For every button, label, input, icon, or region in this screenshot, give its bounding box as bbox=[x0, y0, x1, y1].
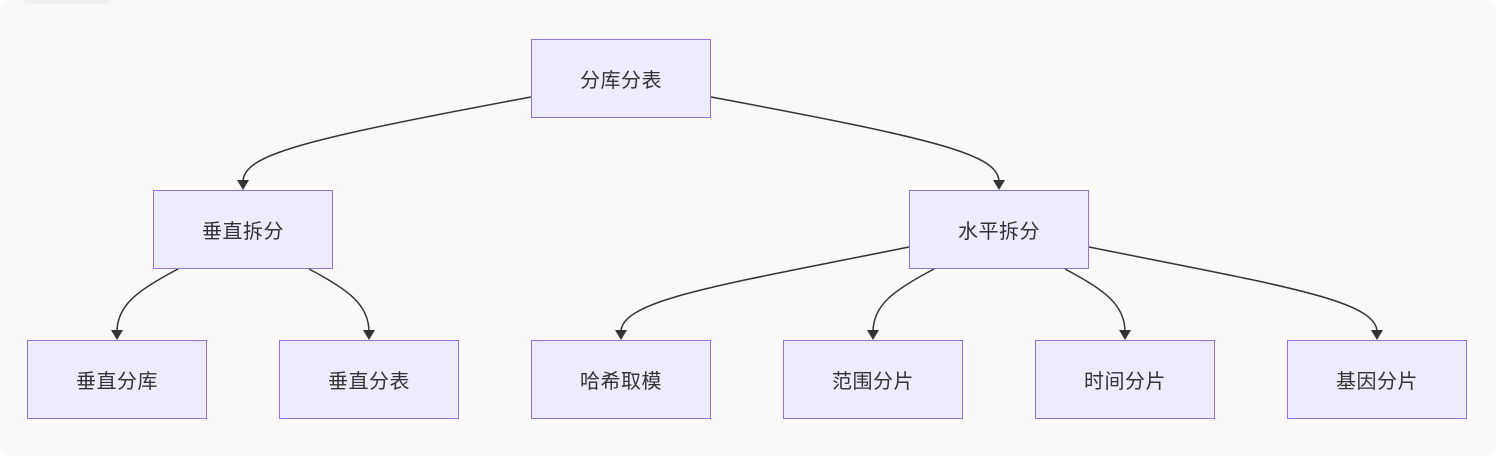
edge-horizontal-hash bbox=[620, 246, 910, 333]
edge-root-vertical bbox=[242, 96, 532, 183]
edge-horizontal-time bbox=[1064, 268, 1126, 333]
node-sharding: 分库分表 bbox=[531, 39, 711, 118]
arrowhead-hash bbox=[615, 330, 627, 340]
node-vertical-table: 垂直分表 bbox=[279, 340, 459, 419]
node-time-sharding: 时间分片 bbox=[1035, 340, 1215, 419]
node-range-sharding: 范围分片 bbox=[783, 340, 963, 419]
node-vertical-database: 垂直分库 bbox=[27, 340, 207, 419]
node-vertical-split: 垂直拆分 bbox=[153, 190, 333, 269]
canvas-corner-tab bbox=[24, 0, 110, 4]
edge-layer bbox=[111, 96, 1383, 340]
edge-horizontal-gene bbox=[1088, 246, 1378, 333]
arrowhead-range bbox=[867, 330, 879, 340]
edge-vertical-vdb bbox=[116, 268, 179, 333]
arrowhead-gene bbox=[1371, 330, 1383, 340]
arrowhead-vtable bbox=[363, 330, 375, 340]
node-label: 基因分片 bbox=[1336, 369, 1418, 393]
node-label: 分库分表 bbox=[580, 68, 662, 92]
edge-root-horizontal bbox=[710, 96, 1000, 183]
node-label: 水平拆分 bbox=[958, 219, 1040, 243]
node-gene-sharding: 基因分片 bbox=[1287, 340, 1467, 419]
arrowhead-vdb bbox=[111, 330, 123, 340]
arrowhead-horizontal bbox=[993, 180, 1005, 190]
node-label: 垂直拆分 bbox=[202, 219, 284, 243]
arrowhead-vertical bbox=[237, 180, 249, 190]
node-label: 范围分片 bbox=[832, 369, 914, 393]
arrowhead-time bbox=[1119, 330, 1131, 340]
node-label: 时间分片 bbox=[1084, 369, 1166, 393]
node-hash-modulo: 哈希取模 bbox=[531, 340, 711, 419]
node-horizontal-split: 水平拆分 bbox=[909, 190, 1089, 269]
edge-vertical-vtable bbox=[308, 268, 370, 333]
node-label: 垂直分库 bbox=[76, 369, 158, 393]
node-label: 垂直分表 bbox=[328, 369, 410, 393]
edge-horizontal-range bbox=[872, 268, 935, 333]
node-label: 哈希取模 bbox=[580, 369, 662, 393]
diagram-canvas: 分库分表 垂直拆分 水平拆分 垂直分库 垂直分表 哈希取模 范围分片 时间分片 … bbox=[24, 0, 1467, 419]
